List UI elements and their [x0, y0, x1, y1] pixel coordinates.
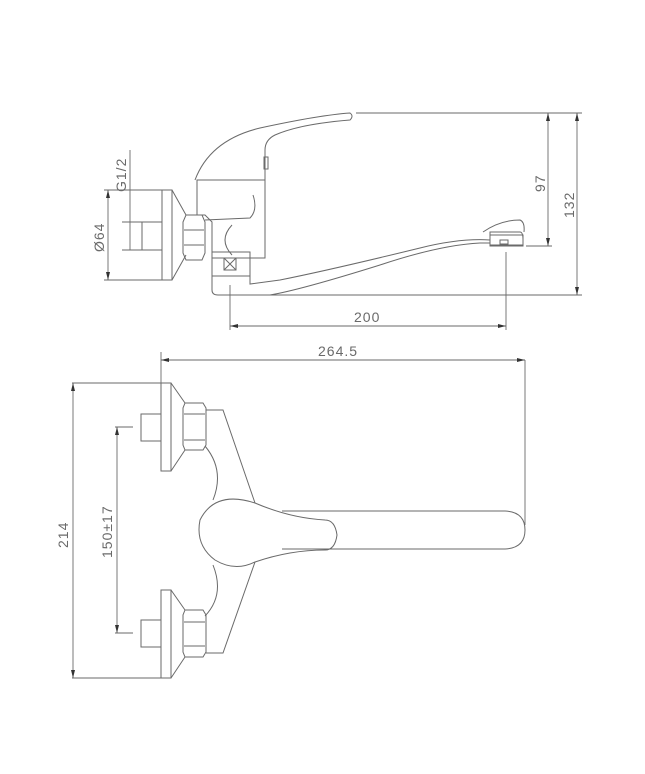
aerator [489, 234, 524, 247]
lower-flange-cone [170, 589, 186, 679]
upper-nut-facets [184, 413, 205, 441]
arrow-icon [546, 113, 550, 121]
total-height-label: 132 [561, 192, 577, 218]
top-view: 264.5 214 150±17 [55, 343, 526, 679]
arrow-icon [106, 190, 110, 198]
spout-arm [282, 510, 526, 550]
arrow-icon [106, 272, 110, 280]
hex-nut-facets [184, 229, 204, 246]
reach-label: 200 [354, 309, 380, 325]
lever-base [198, 498, 338, 567]
upper-inlet-stub [140, 413, 162, 442]
arrow-icon [575, 287, 579, 295]
arrow-icon [71, 670, 75, 678]
arrow-icon [115, 427, 119, 435]
thread-label: G1/2 [113, 158, 129, 192]
spout-height-label: 97 [532, 174, 548, 192]
aerator-mark [499, 239, 509, 245]
arrow-icon [115, 625, 119, 633]
valve-cross [223, 257, 237, 271]
lower-hex-nut [182, 609, 207, 658]
lower-nut-facets [184, 621, 205, 647]
lever-handle [194, 112, 353, 181]
arrow-icon [161, 358, 169, 362]
upper-flange-cone [170, 382, 186, 472]
spout [211, 231, 524, 296]
arrow-icon [517, 358, 525, 362]
upper-hex-nut [182, 402, 207, 451]
flange-cone [171, 189, 187, 281]
arrow-icon [230, 324, 238, 328]
mixer-body [196, 179, 266, 259]
arrow-icon [71, 383, 75, 391]
arrow-icon [546, 238, 550, 246]
wall-flange [161, 189, 173, 281]
arrow-icon [575, 113, 579, 121]
flange-diameter-label: Ø64 [91, 223, 107, 252]
inlet-stub [141, 221, 163, 251]
side-view: G1/2 Ø64 97 132 200 [91, 112, 582, 330]
valve-square [223, 257, 237, 271]
spout-tip [482, 219, 525, 233]
valve-box [211, 251, 251, 277]
upper-flange [160, 382, 172, 472]
arrow-icon [498, 324, 506, 328]
center-distance-label: 150±17 [99, 505, 115, 558]
hex-nut [182, 214, 206, 261]
lower-inlet-stub [140, 619, 162, 648]
body-outline [206, 409, 256, 654]
width-label: 214 [55, 522, 71, 548]
lever-button [263, 156, 269, 170]
body-curves [204, 445, 218, 617]
length-label: 264.5 [318, 343, 358, 359]
lower-flange [160, 589, 172, 679]
